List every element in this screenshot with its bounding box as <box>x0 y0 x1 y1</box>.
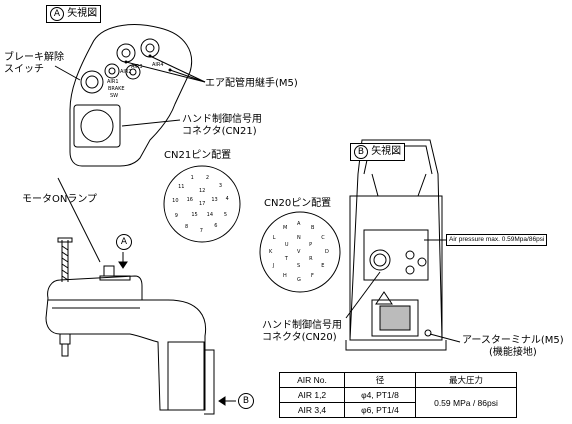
pin-label: F <box>311 273 314 280</box>
pin-label: E <box>321 263 325 269</box>
pin-label: L <box>272 235 276 241</box>
view-b-label: 矢視図 <box>371 146 402 157</box>
pin-label: D <box>325 249 329 255</box>
pin-label: R <box>309 256 313 262</box>
pin-label: 6 <box>214 223 218 230</box>
label-cn21-pinout: CN21ピン配置 <box>164 150 232 161</box>
label-earth-terminal: アースターミナル(M5) (機能接地) <box>462 335 564 358</box>
arrow-a-label: A <box>116 234 132 250</box>
cn21-pin-circle <box>163 165 241 243</box>
pin-label: C <box>321 235 325 241</box>
label-cn20-pinout: CN20ピン配置 <box>264 198 332 209</box>
pin-label: H <box>283 273 287 280</box>
cell-size: φ4, PT1/8 <box>344 387 416 403</box>
view-a-title: A 矢視図 <box>46 5 102 23</box>
fitting-air4 <box>140 38 160 58</box>
mark-air4: AIR4 <box>152 62 164 68</box>
header-air-no: AIR No. <box>279 372 345 388</box>
pin-label: A <box>297 221 301 227</box>
robot-arm <box>45 275 207 411</box>
table-row: AIR 1,2 φ4, PT1/8 0.59 MPa / 86psi <box>279 387 517 418</box>
cell-air: AIR 3,4 <box>279 402 345 418</box>
cn20-connector <box>369 249 391 271</box>
pin-label: 5 <box>223 211 228 218</box>
pin-label: B <box>311 224 315 231</box>
cell-size: φ6, PT1/4 <box>344 402 416 418</box>
pin-label: 13 <box>211 196 218 203</box>
brake-switch <box>80 70 104 94</box>
pin-label: 4 <box>225 196 229 203</box>
earth-terminal <box>424 329 432 337</box>
pin-label: P <box>309 242 313 248</box>
pin-label: K <box>269 249 273 255</box>
mark-brake: BRAKE <box>108 86 125 92</box>
pin-label: J <box>272 263 275 269</box>
header-max-pressure: 最大圧力 <box>415 372 517 388</box>
pin-label: U <box>284 242 289 248</box>
pin-label: 2 <box>205 174 210 181</box>
mark-sw: SW <box>110 93 119 99</box>
fitting-air1 <box>104 63 120 79</box>
mark-air3: AIR3 <box>131 64 143 70</box>
air-spec-table: AIR No. 径 最大圧力 AIR 1,2 φ4, PT1/8 0.59 MP… <box>279 372 517 418</box>
cn20-pin-circle <box>259 211 341 293</box>
label-hand-connector-cn21: ハンド制御信号用 コネクタ(CN21) <box>182 114 262 137</box>
pin-label: 7 <box>199 227 203 234</box>
view-a-circle: A <box>50 7 64 21</box>
label-motor-on-lamp: モータONランプ <box>22 194 98 205</box>
cell-pressure: 0.59 MPa / 86psi <box>415 387 517 418</box>
fitting-air2 <box>125 64 141 80</box>
label-air-fitting: エア配管用継手(M5) <box>205 78 298 89</box>
pin-label: S <box>297 263 301 269</box>
label-air-pressure: Air pressure max. 0.59Mpa/86psi <box>446 234 548 246</box>
pin-label: N <box>297 235 301 241</box>
view-b-title: B 矢視図 <box>350 143 406 161</box>
pin-label: 8 <box>185 224 189 231</box>
view-b-circle: B <box>354 145 368 159</box>
pin-label: V <box>297 249 301 255</box>
view-a-panel-outline <box>69 24 193 167</box>
table-header-row: AIR No. 径 最大圧力 <box>279 372 517 388</box>
pin-label: 3 <box>218 182 223 189</box>
label-hand-connector-cn20: ハンド制御信号用 コネクタ(CN20) <box>262 320 342 343</box>
pin-label: 9 <box>174 212 178 219</box>
warning-sign <box>375 291 393 305</box>
arrow-b-label: B <box>238 393 254 409</box>
view-a-label: 矢視図 <box>67 8 98 19</box>
cn21-connector <box>73 104 121 148</box>
mark-air2: AIR2 <box>120 69 132 75</box>
table-row: AIR 3,4 φ6, PT1/4 <box>279 402 517 418</box>
pin-label: 1 <box>190 175 194 182</box>
mark-air1: AIR1 <box>107 79 119 85</box>
pin-label: 15 <box>191 211 198 218</box>
pin-label: 10 <box>172 197 179 204</box>
fitting-air3 <box>116 43 136 63</box>
pin-label: 12 <box>199 188 206 194</box>
pin-label: 11 <box>178 183 185 190</box>
header-diameter: 径 <box>344 372 416 388</box>
pin-label: 16 <box>186 196 193 203</box>
pin-label: G <box>297 277 301 283</box>
motor-on-lamp <box>103 265 115 277</box>
pin-label: 17 <box>199 201 206 207</box>
pin-label: 14 <box>206 211 214 218</box>
label-brake-release: ブレーキ解除 スイッチ <box>4 52 64 75</box>
pin-label: T <box>284 256 288 262</box>
pin-label: M <box>283 224 288 231</box>
cell-air: AIR 1,2 <box>279 387 345 403</box>
